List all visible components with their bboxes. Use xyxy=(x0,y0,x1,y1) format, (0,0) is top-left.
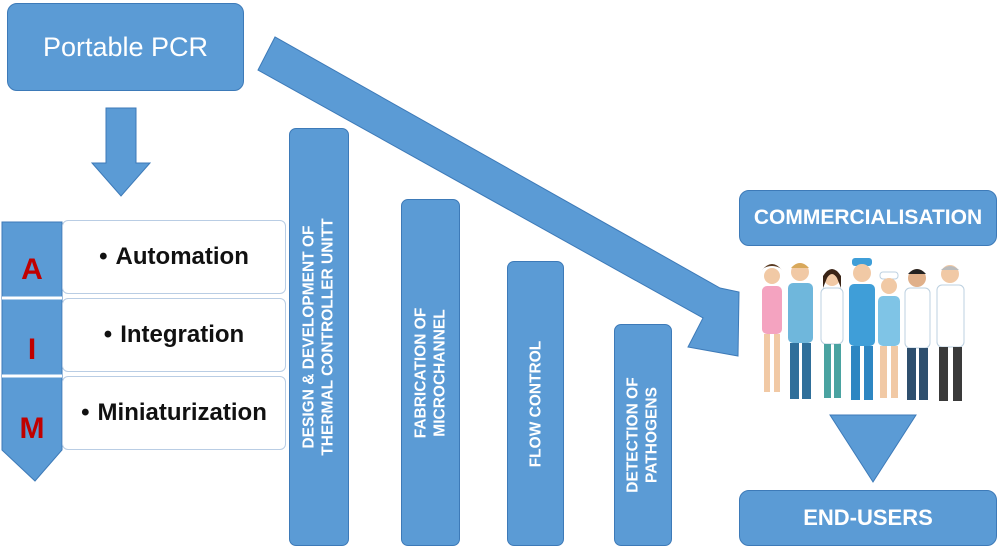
commercialisation-box: COMMERCIALISATION xyxy=(739,190,997,246)
person-figure xyxy=(820,269,844,398)
end-users-box: END-USERS xyxy=(739,490,997,546)
bullet: • xyxy=(99,243,108,270)
person-figure xyxy=(849,258,875,400)
pillar-detection: DETECTION OF PATHOGENS xyxy=(614,324,672,546)
aim-item-label: Integration xyxy=(120,321,245,348)
end-users-label: END-USERS xyxy=(803,505,933,530)
aim-chevron-band xyxy=(1,221,63,482)
commercialisation-label: COMMERCIALISATION xyxy=(753,206,983,229)
bullet: • xyxy=(103,321,113,348)
aim-item-automation: • Automation xyxy=(62,220,286,294)
pillar-thermal-controller: DESIGN & DEVELOPMENT OF THERMAL CONTROLL… xyxy=(289,128,349,546)
portable-pcr-title: Portable PCR xyxy=(7,3,244,91)
pillar-label-line: DETECTION OF xyxy=(624,377,642,493)
down-triangle-icon xyxy=(829,414,917,483)
aim-item-label: Miniaturization xyxy=(97,399,267,426)
pillar-flow-control: FLOW CONTROL xyxy=(507,261,564,546)
aim-letter-i: I xyxy=(27,333,37,366)
aim-item-miniaturization: • Miniaturization xyxy=(62,376,286,450)
person-figure xyxy=(762,264,782,392)
pillar-label: DESIGN & DEVELOPMENT OF THERMAL CONTROLL… xyxy=(300,218,339,455)
diagonal-arrow-icon xyxy=(257,36,740,357)
aim-letter-m: M xyxy=(19,412,45,445)
person-figure xyxy=(904,269,931,400)
pillar-label-line: PATHOGENS xyxy=(644,387,661,483)
aim-item-label: Automation xyxy=(115,243,249,270)
pillar-label-line: FLOW CONTROL xyxy=(526,340,544,467)
pillar-label: FABRICATION OF MICROCHANNEL xyxy=(411,307,450,438)
pillar-label: FLOW CONTROL xyxy=(526,340,545,467)
pillar-label-line: THERMAL CONTROLLER UNITT xyxy=(320,218,337,456)
person-figure xyxy=(788,263,813,399)
person-figure xyxy=(936,265,965,401)
healthcare-workers-illustration xyxy=(762,258,965,401)
down-arrow-icon xyxy=(90,107,152,197)
pillar-label: DETECTION OF PATHOGENS xyxy=(624,377,663,492)
pillar-label-line: FABRICATION OF xyxy=(412,307,430,438)
pillar-microchannel: FABRICATION OF MICROCHANNEL xyxy=(401,199,460,546)
pillar-label-line: DESIGN & DEVELOPMENT OF xyxy=(300,225,318,449)
aim-letter-a: A xyxy=(21,253,43,286)
title-text: Portable PCR xyxy=(42,31,209,62)
aim-item-integration: • Integration xyxy=(62,298,286,372)
bullet: • xyxy=(81,399,90,426)
person-figure xyxy=(878,271,900,398)
pillar-label-line: MICROCHANNEL xyxy=(431,308,449,437)
